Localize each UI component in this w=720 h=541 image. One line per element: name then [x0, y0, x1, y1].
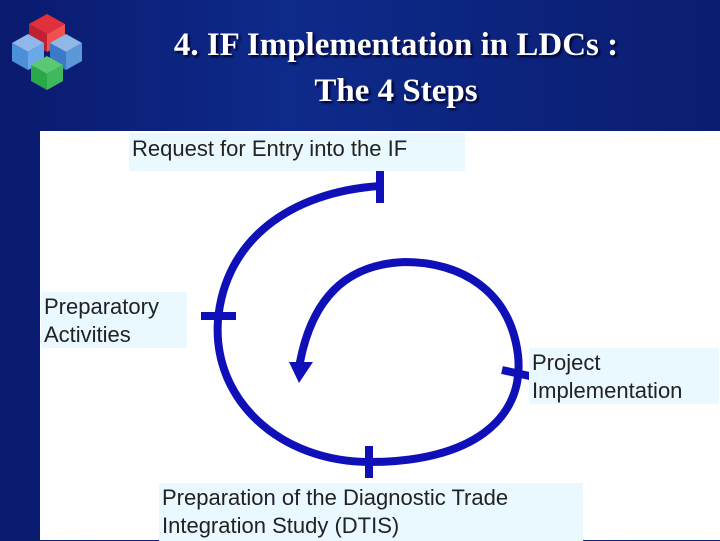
spiral-path: [213, 182, 523, 467]
slide-title: 4. IF Implementation in LDCs : The 4 Ste…: [96, 22, 696, 114]
step-label-project-implementation: Project Implementation: [529, 348, 719, 404]
step-marker-3: [501, 366, 535, 381]
spiral-arrowhead-icon: [289, 362, 313, 383]
title-line-1: 4. IF Implementation in LDCs :: [173, 27, 619, 63]
title-line-2: The 4 Steps: [314, 73, 478, 109]
step-label-dtis-preparation: Preparation of the Diagnostic Trade Inte…: [159, 483, 583, 541]
step-label-preparatory-activities: Preparatory Activities: [41, 292, 187, 348]
step-label-request-entry: Request for Entry into the IF: [129, 133, 465, 171]
cubes-logo-icon: [12, 14, 82, 90]
